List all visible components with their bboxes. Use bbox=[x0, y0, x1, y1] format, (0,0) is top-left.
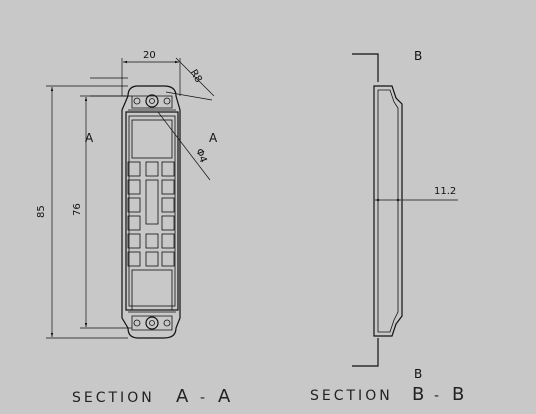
dim-width-label: 20 bbox=[143, 50, 156, 61]
marker-a-right: A bbox=[209, 131, 218, 145]
bottom-mount bbox=[128, 311, 176, 331]
dim-thickness-label: 11.2 bbox=[434, 186, 456, 197]
side-profile bbox=[373, 85, 403, 337]
marker-b-bottom: B bbox=[414, 367, 422, 381]
caption-section-aa: SECTION A - A bbox=[72, 386, 233, 407]
inner-frame bbox=[125, 111, 179, 311]
top-mount-hole bbox=[145, 94, 159, 108]
dim-radius: R8 bbox=[165, 57, 215, 101]
dim-height-total-label: 85 bbox=[36, 205, 47, 218]
dim-thickness: 11.2 bbox=[373, 186, 458, 212]
dim-width: 20 bbox=[121, 50, 181, 96]
marker-a-left: A bbox=[85, 131, 94, 145]
window-grid bbox=[127, 119, 175, 311]
section-aa-view: 20 R8 Φ4 85 76 A bbox=[36, 50, 233, 407]
section-bb-view: 11.2 B B SECTION B - B bbox=[310, 49, 467, 405]
dim-height-inner-label: 76 bbox=[72, 203, 83, 216]
part-outline bbox=[121, 85, 181, 339]
bottom-mount-hole bbox=[145, 316, 159, 330]
dim-hole-label: Φ4 bbox=[193, 147, 208, 164]
top-mount bbox=[128, 94, 176, 111]
dim-height-inner: 76 bbox=[72, 95, 132, 329]
dim-hole: Φ4 bbox=[157, 111, 211, 181]
dim-radius-label: R8 bbox=[187, 68, 203, 85]
dim-height-total: 85 bbox=[36, 85, 128, 339]
marker-b-top: B bbox=[414, 49, 422, 63]
caption-section-bb: SECTION B - B bbox=[310, 384, 467, 405]
inner-frame-secondary bbox=[128, 115, 176, 307]
